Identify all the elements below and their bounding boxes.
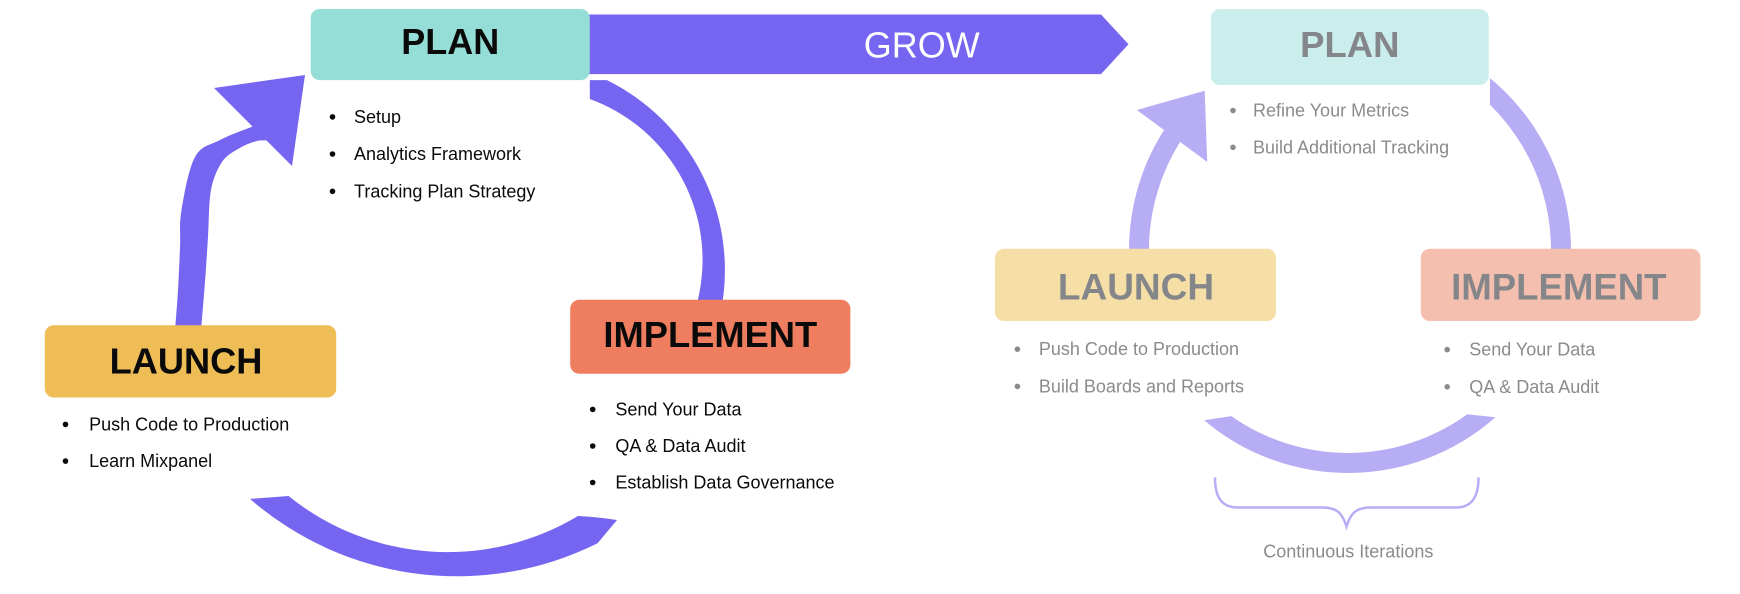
svg-text:IMPLEMENT: IMPLEMENT [603, 314, 817, 355]
svg-text:Establish Data Governance: Establish Data Governance [615, 473, 834, 493]
svg-text:PLAN: PLAN [1300, 24, 1399, 65]
svg-text:Learn Mixpanel: Learn Mixpanel [89, 451, 212, 471]
svg-text:QA & Data Audit: QA & Data Audit [615, 436, 745, 456]
svg-text:Send Your Data: Send Your Data [615, 399, 742, 419]
svg-text:PLAN: PLAN [401, 21, 499, 62]
svg-text:IMPLEMENT: IMPLEMENT [1451, 267, 1666, 308]
svg-text:QA & Data Audit: QA & Data Audit [1469, 377, 1599, 397]
svg-text:Push Code to Production: Push Code to Production [1039, 339, 1239, 359]
svg-text:Build Additional Tracking: Build Additional Tracking [1253, 137, 1449, 157]
svg-text:GROW: GROW [864, 25, 980, 66]
svg-text:Continuous Iterations: Continuous Iterations [1263, 542, 1433, 562]
svg-text:Setup: Setup [354, 107, 401, 127]
svg-text:LAUNCH: LAUNCH [110, 340, 263, 381]
svg-text:Tracking Plan Strategy: Tracking Plan Strategy [354, 181, 535, 201]
svg-text:Build Boards and Reports: Build Boards and Reports [1039, 376, 1244, 396]
svg-text:Send Your Data: Send Your Data [1469, 340, 1596, 360]
svg-text:Refine Your Metrics: Refine Your Metrics [1253, 101, 1409, 121]
svg-text:LAUNCH: LAUNCH [1058, 267, 1214, 308]
svg-text:Analytics Framework: Analytics Framework [354, 144, 522, 164]
svg-text:Push Code to Production: Push Code to Production [89, 414, 289, 434]
